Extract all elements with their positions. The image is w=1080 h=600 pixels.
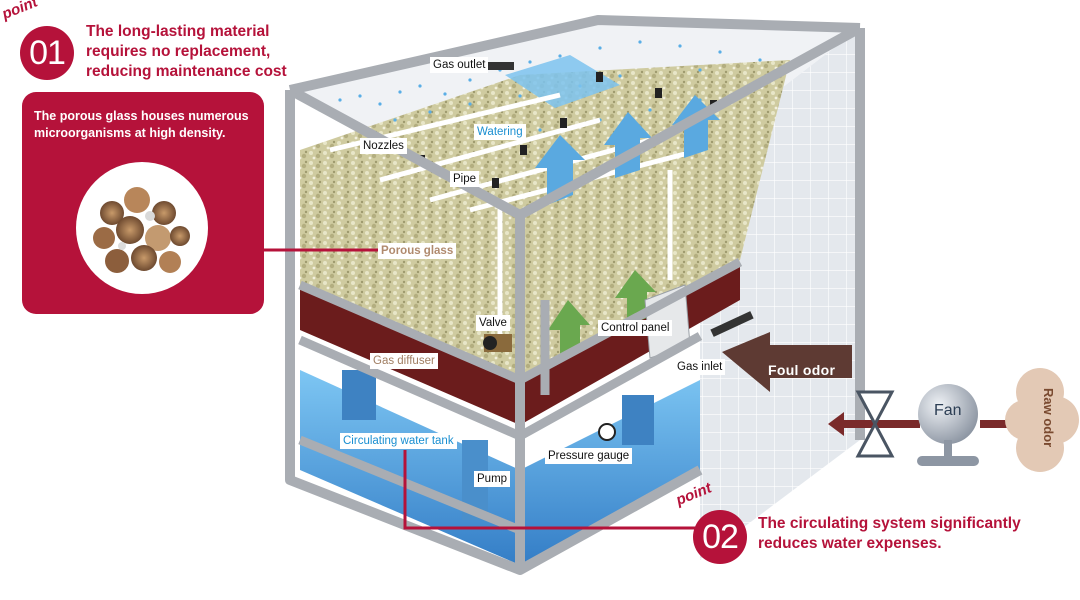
porous-glass-bed: [300, 60, 790, 380]
valve-handle: [483, 336, 497, 350]
callout-text: The porous glass houses numerous microor…: [34, 108, 260, 142]
label-control-panel: Control panel: [598, 320, 673, 336]
gas-outlet-duct: [505, 55, 620, 108]
label-pump: Pump: [474, 471, 511, 487]
point-1-line: reducing maintenance cost: [86, 63, 287, 80]
label-nozzles: Nozzles: [360, 138, 407, 154]
pressure-gauge-dial: [598, 423, 616, 441]
tank-leader-line: [403, 450, 695, 530]
gas-inlet-slot: [710, 311, 754, 337]
point-1-line: requires no replacement,: [86, 43, 271, 60]
point-2-line: reduces water expenses.: [758, 535, 942, 552]
point-2-line: The circulating system significantly: [758, 515, 1021, 532]
label-valve: Valve: [476, 315, 510, 331]
pump-right: [622, 395, 654, 445]
label-raw-odor: Raw odor: [1041, 388, 1056, 448]
fan-stand: [944, 440, 952, 458]
raw-odor-cloud: [1005, 368, 1079, 472]
point-1-line: The long-lasting material: [86, 23, 270, 40]
label-watering: Watering: [474, 124, 526, 140]
point-2-badge: 02: [693, 510, 747, 564]
point-1-badge: 01: [20, 26, 74, 80]
callout-line: The porous glass houses numerous: [34, 109, 249, 123]
label-foul-odor: Foul odor: [768, 362, 836, 378]
water-body: [300, 370, 700, 565]
tank-rails: [298, 258, 743, 535]
tank-frame: [285, 15, 865, 575]
label-pipe: Pipe: [450, 171, 480, 187]
fan-housing: [918, 384, 978, 444]
gas-outlet-hatch: [482, 62, 514, 70]
porous-glass-callout: The porous glass houses numerous microor…: [22, 92, 264, 314]
label-gas-diffuser: Gas diffuser: [370, 353, 438, 369]
callout-line: microorganisms at high density.: [34, 126, 226, 140]
point-1-headline: The long-lasting material requires no re…: [86, 22, 287, 82]
label-pressure-gauge: Pressure gauge: [545, 448, 633, 464]
label-circulating-water-tank: Circulating water tank: [340, 433, 457, 449]
gas-inlet-arrow: [722, 332, 852, 392]
porous-glass-photo: [76, 162, 208, 294]
pump-left: [342, 370, 376, 420]
label-gas-outlet: Gas outlet: [430, 57, 489, 73]
label-fan: Fan: [934, 402, 962, 419]
point-2-headline: The circulating system significantly red…: [758, 514, 1021, 554]
label-gas-inlet: Gas inlet: [674, 359, 726, 375]
label-porous-glass: Porous glass: [378, 243, 457, 259]
valve-symbol: [855, 390, 895, 458]
fan-base: [917, 456, 979, 466]
